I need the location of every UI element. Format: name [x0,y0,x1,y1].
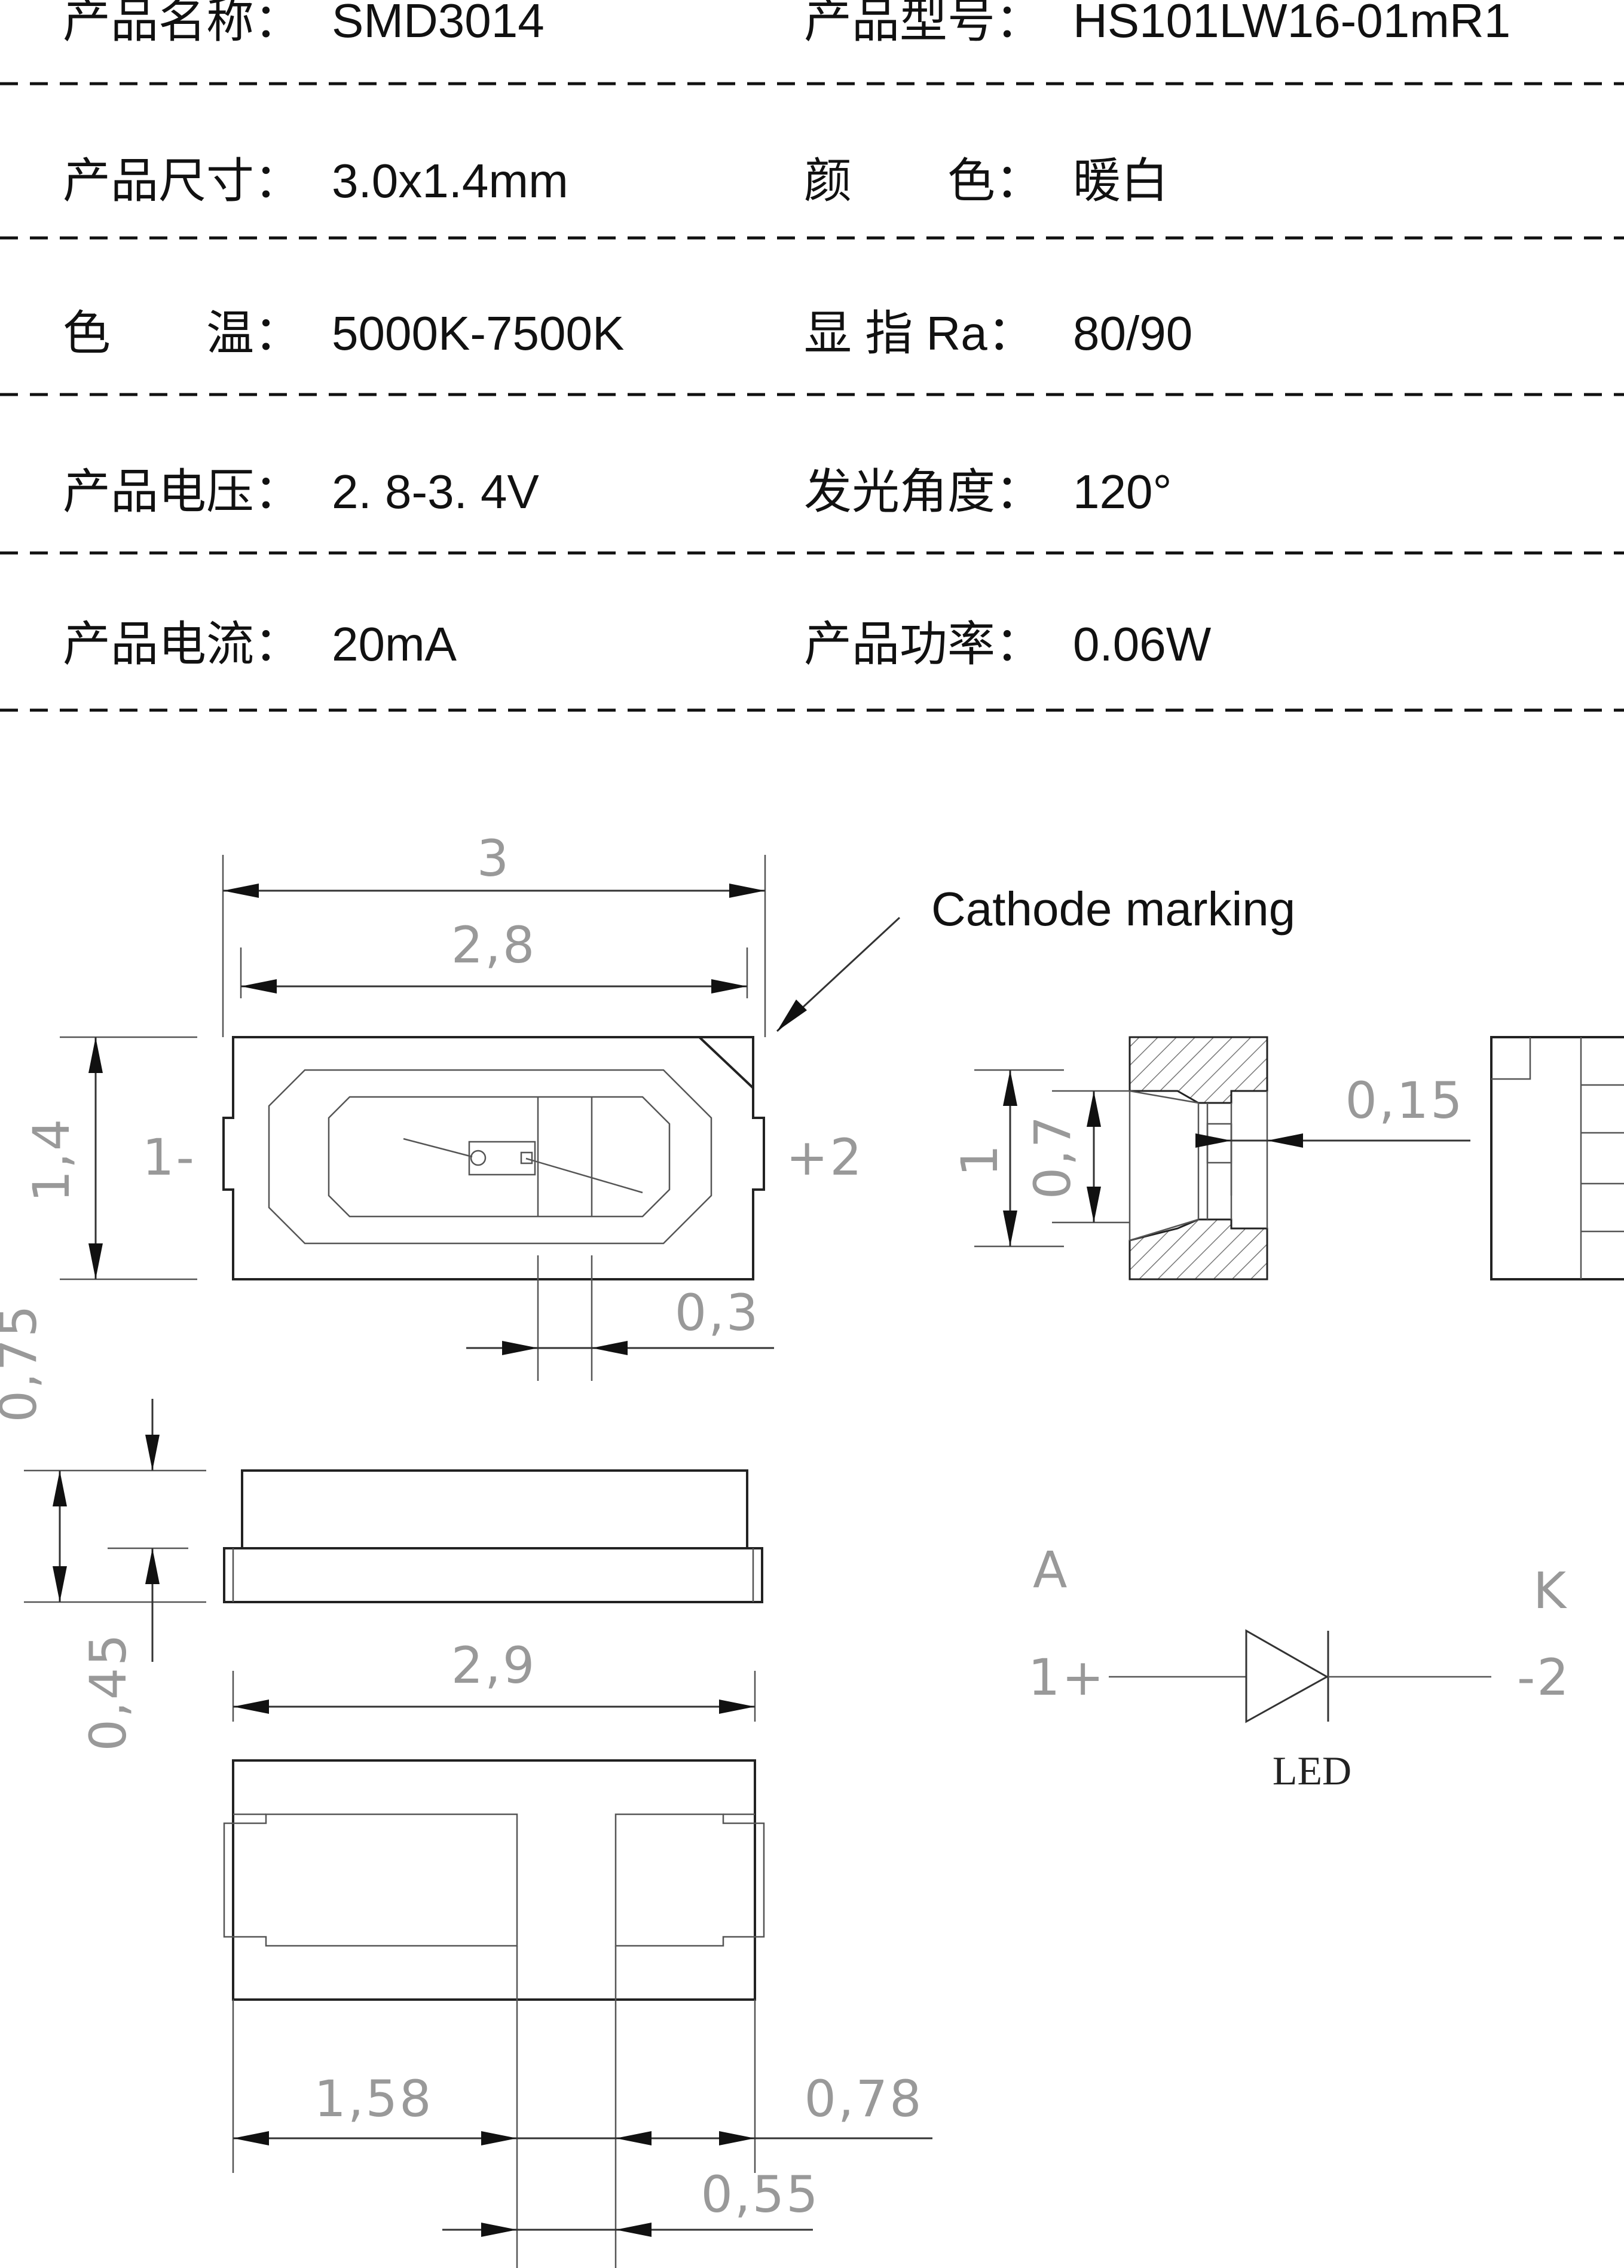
lens-outer [268,1069,712,1245]
spec-value-color: 暖白 [1073,154,1169,207]
base-plate [223,1547,763,1603]
led-symbol: A K 1+ -2 LED [1028,1540,1571,1793]
dim-height: 1,4 [22,1117,81,1203]
cathode-label: K [1533,1561,1568,1620]
cross-section: 1 0,7 0,15 [950,1036,1470,1280]
spec-value-model: HS101LW16-01mR1 [1073,0,1510,47]
spec-label-size: 产品尺寸： [63,154,302,207]
bottom-outline [232,1759,756,2001]
spec-label-voltage: 产品电压： [63,465,302,518]
anode-label: A [1033,1540,1069,1599]
pin-minus-label: -2 [1517,1648,1571,1707]
dim-gap: 0,55 [701,2165,819,2224]
spec-value-size: 3.0x1.4mm [332,154,568,207]
dim-cs-wall: 0,15 [1345,1071,1464,1130]
spec-label-angle: 发光角度： [804,465,1043,518]
bottom-view: 1,58 0,78 0,55 [223,1759,932,2268]
dim-cs-inner: 0,7 [1023,1114,1082,1200]
end-outline [1490,1036,1624,1280]
dim-pad-left: 1,58 [314,2070,433,2128]
dim-pad-right: 0,78 [804,2070,923,2128]
dim-side-width: 2,9 [451,1636,537,1695]
cathode-marking-label: Cathode marking [931,882,1295,936]
side-view: 0,75 0,45 2,9 [0,1303,763,1752]
spec-label-power: 产品功率： [804,618,1043,671]
dim-total-height: 0,75 [0,1303,48,1422]
spec-label-current: 产品电流： [63,618,302,671]
spec-value-voltage: 2. 8-3. 4V [332,465,540,518]
dim-cs-height: 1 [950,1143,1009,1176]
dim-base-height: 0,45 [79,1632,137,1751]
pin2-label: +2 [786,1128,864,1187]
spec-value-cct: 5000K-7500K [332,307,624,360]
top-view: 3 2,8 1- +2 1,4 [22,829,1295,1381]
spec-label-name: 产品名称： [63,0,302,47]
spec-label-cri: 显 指 Ra： [804,307,1035,360]
spec-label-color: 颜 色： [804,154,1043,207]
hatched-wall-top [1128,1036,1268,1104]
end-view [1490,1036,1624,1280]
spec-table: 产品名称： SMD3014 产品型号： HS101LW16-01mR1 产品尺寸… [0,0,1624,712]
spec-label-cct: 色 温： [63,307,302,360]
pin1-label: 1- [142,1128,196,1187]
spec-label-model: 产品型号： [804,0,1043,47]
lens-inner [328,1096,671,1218]
spec-value-power: 0.06W [1073,618,1212,671]
spec-value-current: 20mA [332,618,457,671]
lens-dome [241,1469,748,1549]
led-die [468,1141,536,1176]
led-label: LED [1273,1748,1351,1793]
dim-inner-width: 2,8 [451,916,537,974]
spec-value-cri: 80/90 [1073,307,1192,360]
dim-pad: 0,3 [675,1283,760,1342]
dim-width: 3 [477,829,510,888]
right-pad [614,1813,765,1947]
left-pad [223,1813,518,1947]
diode-triangle [1245,1629,1329,1723]
hatched-wall-bottom [1128,1218,1268,1280]
package-outline [222,1036,765,1280]
pin-plus-label: 1+ [1028,1648,1106,1707]
spec-value-name: SMD3014 [332,0,545,47]
spec-value-angle: 120° [1073,465,1172,518]
